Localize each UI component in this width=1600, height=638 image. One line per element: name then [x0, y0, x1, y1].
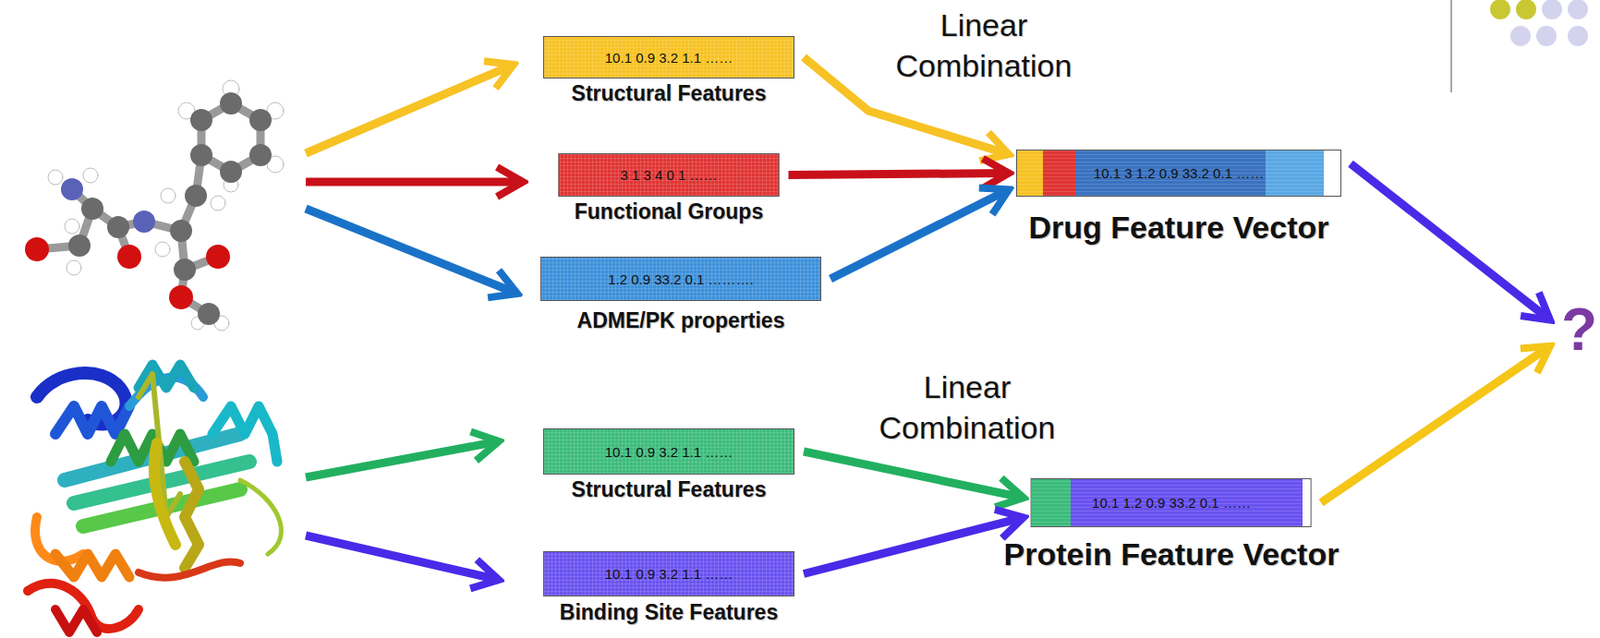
feature-bar: 10.1 0.9 3.2 1.1 …… [543, 36, 795, 79]
combination-arrow [1350, 163, 1551, 320]
extraction-arrows [305, 64, 523, 581]
drug-molecule [24, 80, 284, 331]
combination-arrow [803, 451, 1024, 498]
feature-title: ADME/PK properties [577, 308, 786, 333]
feature-bar: 10.1 0.9 3.2 1.1 …… [543, 428, 795, 475]
question-mark: ? [1557, 297, 1600, 363]
feature-title: Binding Site Features [559, 600, 778, 625]
feature-vector-node: 10.1 1.2 0.9 33.2 0.1 …… Protein Feature … [1004, 478, 1340, 573]
feature-values: 10.1 0.9 3.2 1.1 …… [605, 566, 733, 582]
combination-arrow [1321, 346, 1551, 504]
result-node: ? [1557, 297, 1600, 363]
feature-vector-node: 10.1 0.9 3.2 1.1 …… Structural Features [543, 36, 795, 106]
operation-label: Linear Combination [860, 367, 1074, 449]
feature-vector-node: 3 1 3 4 0 1 …… Functional Groups [558, 153, 780, 224]
feature-title: Protein Feature Vector [1004, 536, 1340, 573]
operation-label: Linear Combination [877, 5, 1091, 86]
combination-arrow [803, 517, 1024, 574]
feature-bar: 10.1 1.2 0.9 33.2 0.1 …… [1030, 478, 1312, 528]
corner-decoration [1451, 0, 1588, 93]
feature-values: 10.1 0.9 3.2 1.1 …… [605, 444, 733, 461]
feature-values: 10.1 3 1.2 0.9 33.2 0.1 …… [1093, 165, 1264, 182]
feature-vector-node: 10.1 0.9 3.2 1.1 …… Binding Site Features [543, 551, 795, 625]
feature-vector-node: 10.1 3 1.2 0.9 33.2 0.1 …… Drug Feature V… [1016, 149, 1342, 246]
feature-bar: 3 1 3 4 0 1 …… [558, 153, 780, 197]
feature-values: 3 1 3 4 0 1 …… [619, 167, 717, 183]
combination-arrow [788, 173, 1010, 176]
feature-title: Drug Feature Vector [1029, 209, 1330, 246]
feature-values: 10.1 0.9 3.2 1.1 …… [605, 49, 733, 66]
feature-values: 1.2 0.9 33.2 0.1 ………. [607, 271, 754, 288]
feature-title: Structural Features [571, 81, 767, 106]
combination-arrow [830, 189, 1009, 279]
feature-values: 10.1 1.2 0.9 33.2 0.1 …… [1091, 495, 1251, 511]
feature-bar: 1.2 0.9 33.2 0.1 ………. [540, 256, 822, 302]
feature-vector-node: 10.1 0.9 3.2 1.1 …… Structural Features [543, 428, 795, 502]
protein-structure [27, 364, 281, 633]
feature-title: Structural Features [571, 477, 767, 502]
feature-bar: 10.1 0.9 3.2 1.1 …… [543, 551, 795, 597]
feature-bar: 10.1 3 1.2 0.9 33.2 0.1 …… [1016, 149, 1342, 197]
feature-title: Functional Groups [574, 199, 764, 224]
feature-vector-node: 1.2 0.9 33.2 0.1 ………. ADME/PK properties [540, 256, 822, 333]
